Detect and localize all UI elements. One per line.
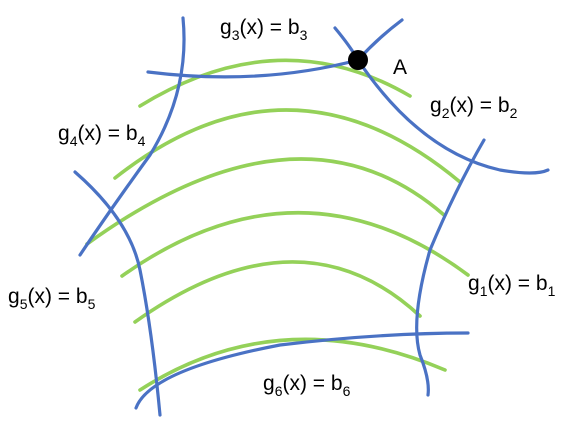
contour-6 bbox=[138, 337, 447, 392]
contour-3 bbox=[85, 157, 446, 246]
constraint-curve-g4 bbox=[78, 16, 186, 257]
contour-5 bbox=[133, 260, 422, 324]
contour-1 bbox=[138, 58, 412, 108]
label-g6: g6(x) = b6 bbox=[263, 372, 351, 399]
optimum-point bbox=[348, 50, 368, 70]
objective-contours bbox=[85, 58, 470, 392]
label-g1: g1(x) = b1 bbox=[468, 272, 556, 299]
constraint-curve-g3 bbox=[146, 58, 360, 79]
contour-4 bbox=[120, 211, 470, 278]
label-g4: g4(x) = b4 bbox=[58, 122, 146, 149]
point-label: A bbox=[393, 56, 407, 79]
contour-2 bbox=[113, 108, 462, 184]
label-g3: g3(x) = b3 bbox=[220, 16, 308, 43]
constraint-curve-g6 bbox=[134, 331, 470, 410]
constraint-curves bbox=[73, 16, 550, 417]
constraint-labels: g3(x) = b3 g2(x) = b2 g4(x) = b4 g1(x) =… bbox=[8, 16, 556, 399]
constraint-curve-g2 bbox=[356, 58, 550, 175]
constraint-curve-g1 bbox=[415, 138, 486, 397]
constraint-curve-g5 bbox=[73, 170, 162, 417]
label-g2: g2(x) = b2 bbox=[430, 94, 518, 121]
label-g5: g5(x) = b5 bbox=[8, 285, 96, 312]
